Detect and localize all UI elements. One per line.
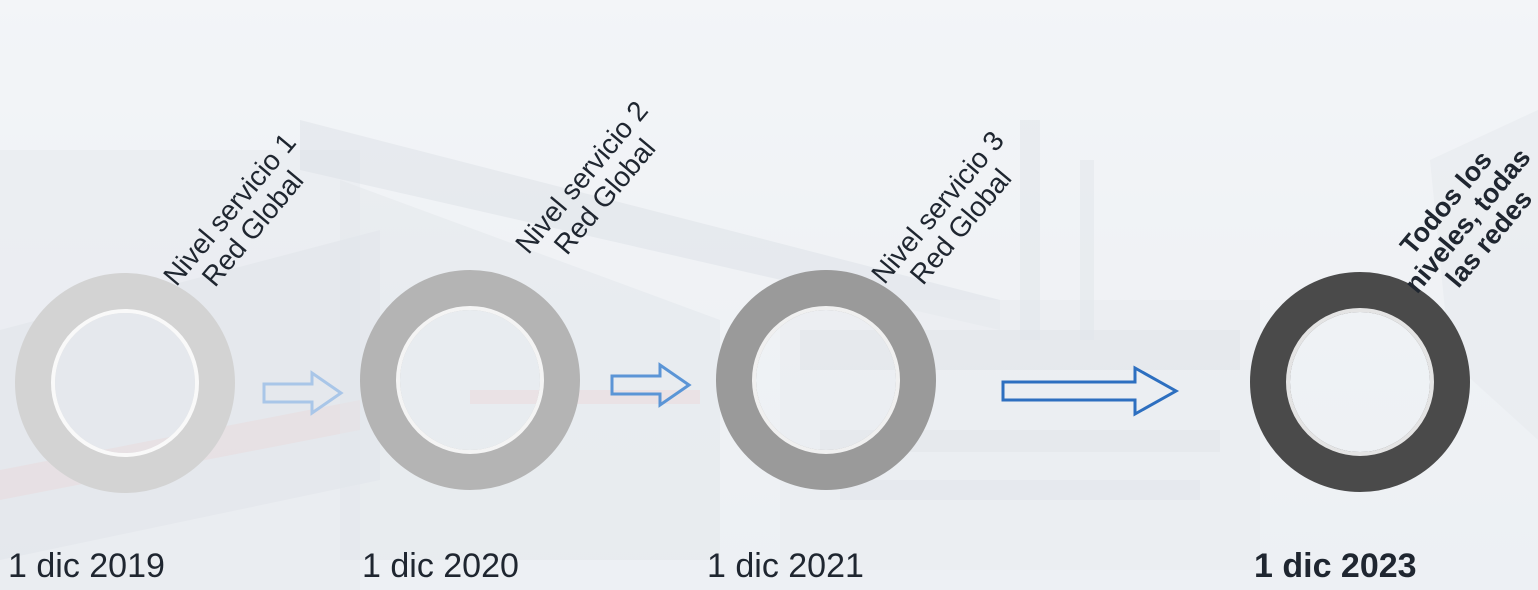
milestone-date-2021: 1 dic 2021	[707, 547, 864, 585]
ring-inner-outline	[396, 306, 544, 454]
milestone-date-2019: 1 dic 2019	[8, 547, 165, 585]
arrow-right-icon	[262, 370, 344, 416]
milestone-ring-2020	[360, 270, 580, 490]
arrow-right-icon	[610, 362, 692, 408]
ring-inner-outline	[51, 309, 199, 457]
milestone-date-2020: 1 dic 2020	[362, 547, 519, 585]
milestone-ring-2021	[716, 270, 936, 490]
arrow-right-icon	[1001, 365, 1180, 417]
milestone-date-2023: 1 dic 2023	[1254, 547, 1417, 585]
ring-inner-outline	[1286, 308, 1434, 456]
ring-inner-outline	[752, 306, 900, 454]
